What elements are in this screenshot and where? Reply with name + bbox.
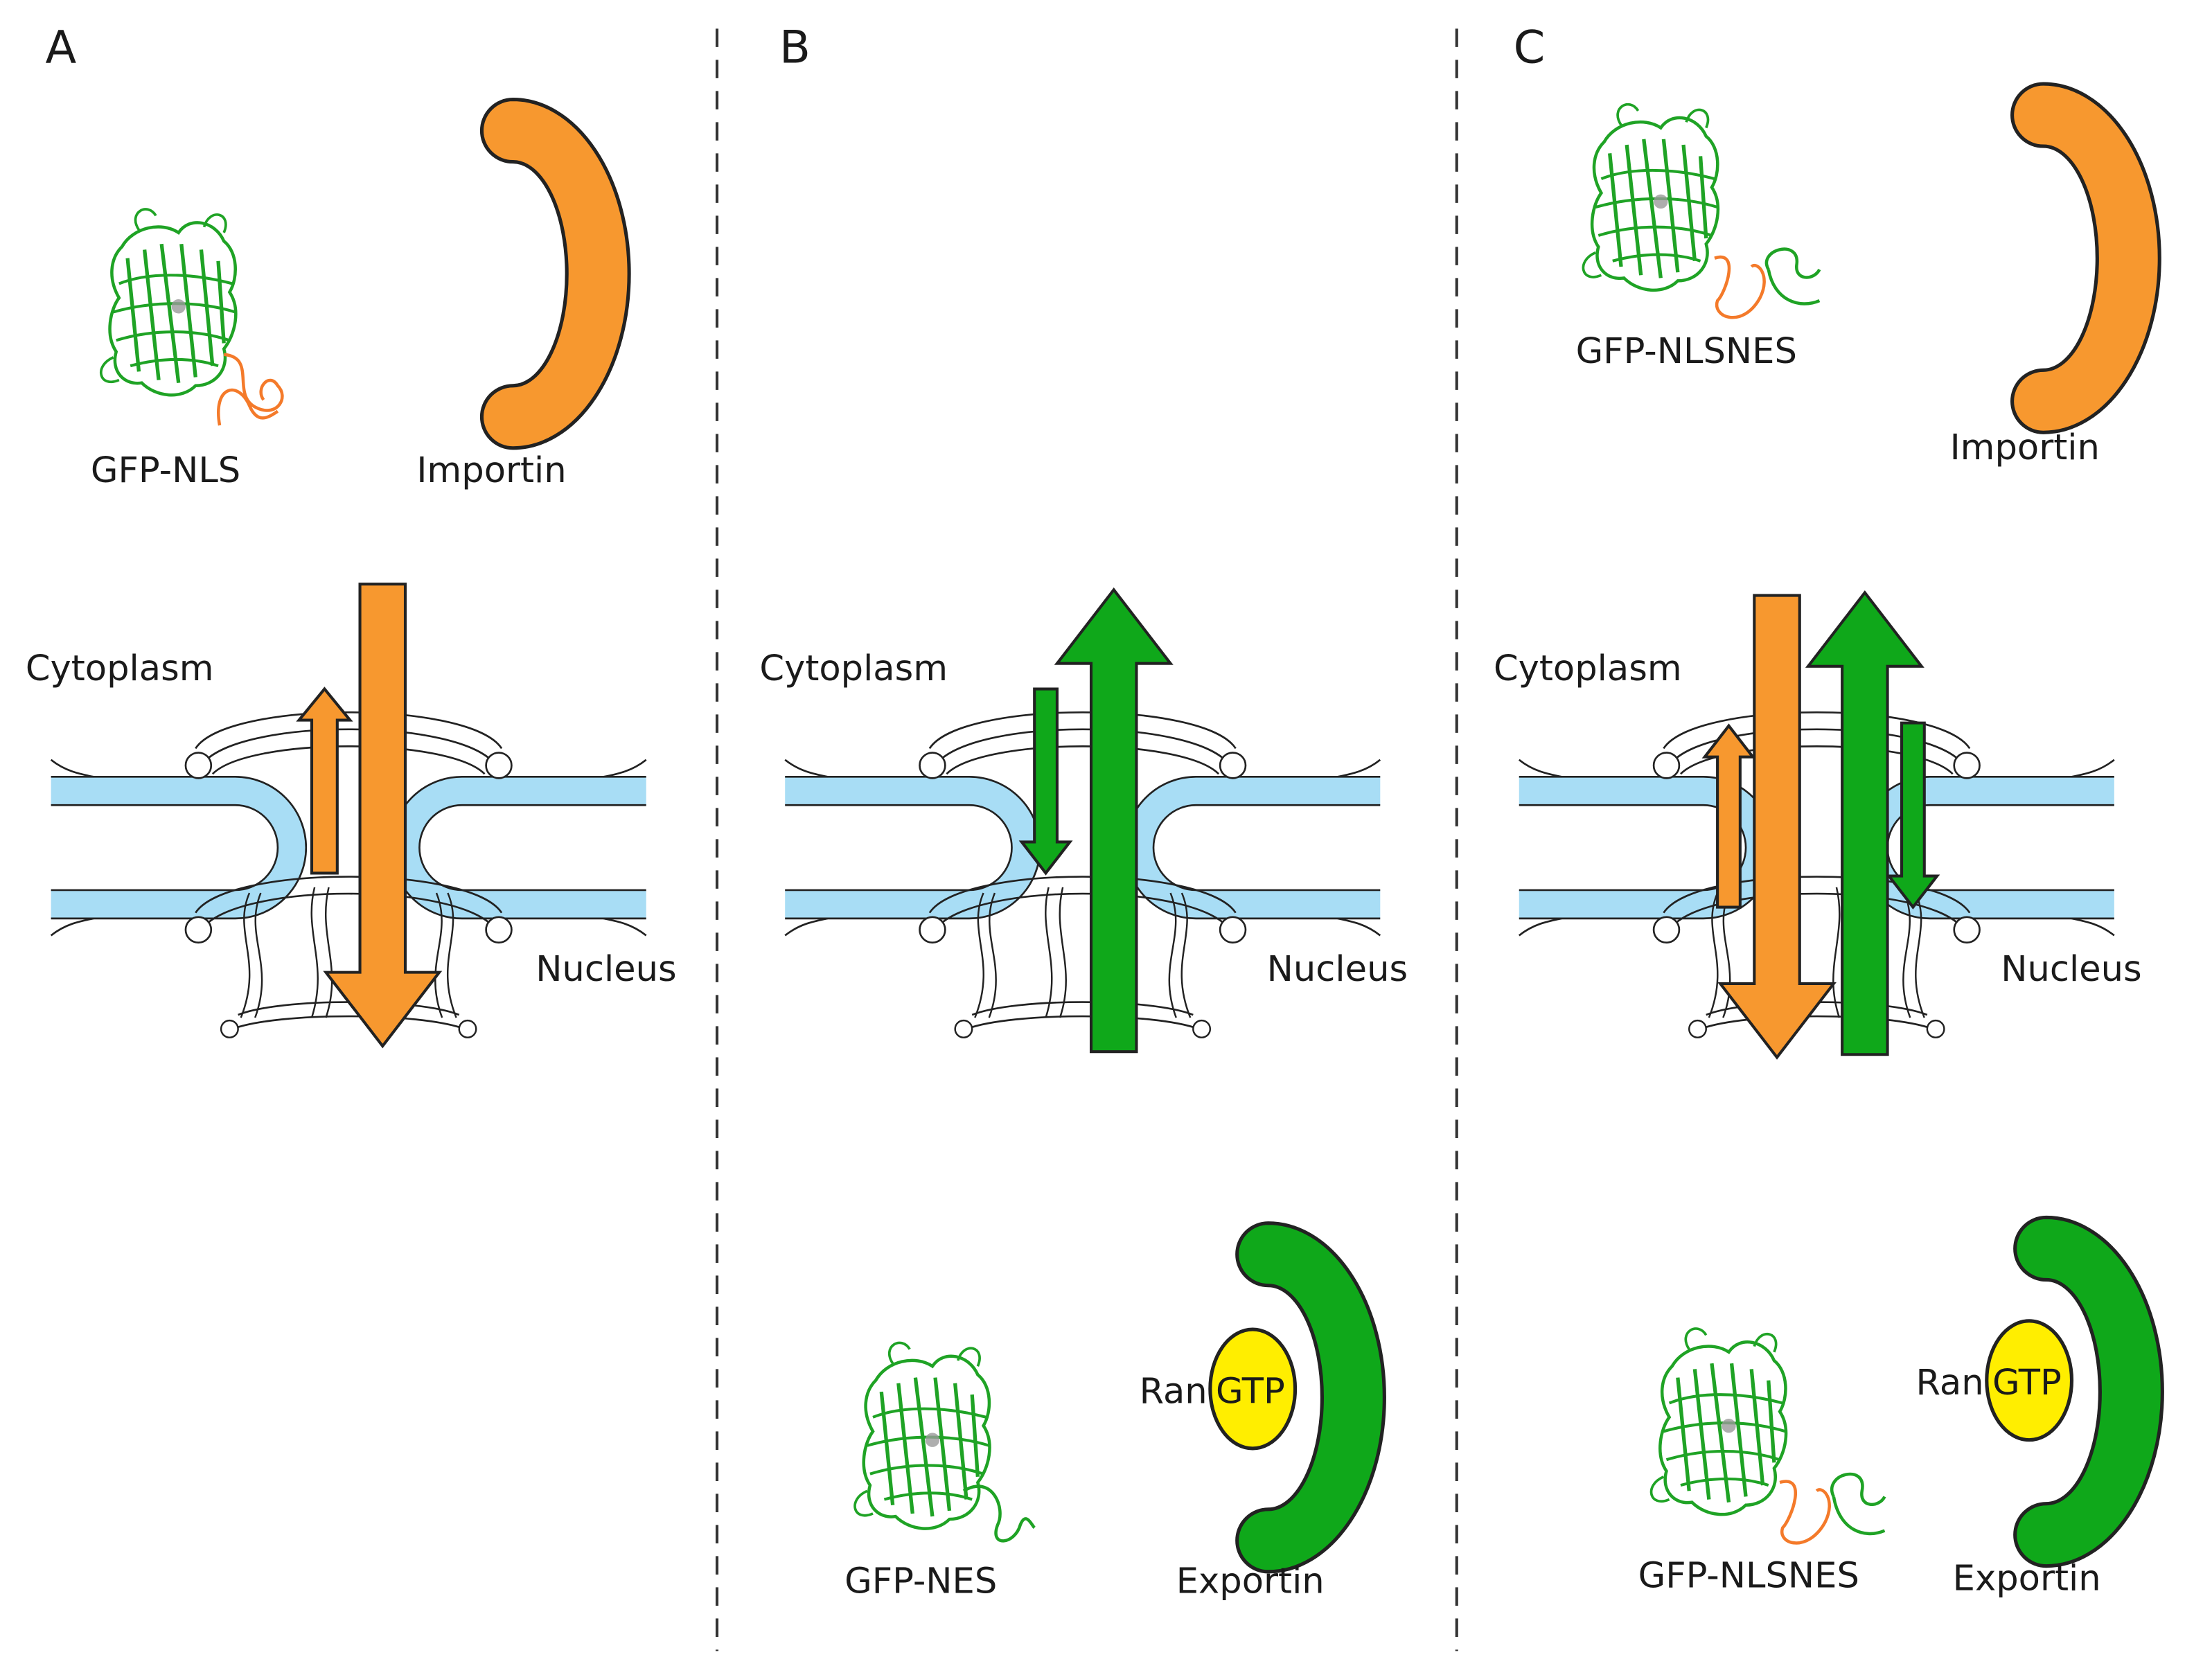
panel-a: A GFP-NLS Importin Cytoplasm Nucleus — [26, 21, 677, 1049]
receptor-bottom-label: Exportin — [1953, 1558, 2101, 1599]
cytoplasm-label: Cytoplasm — [26, 648, 214, 689]
gfp-protein-icon — [855, 1343, 989, 1528]
small-import-arrow — [1018, 687, 1073, 876]
large-export-arrow — [1805, 590, 1925, 1056]
cargo-top-label: GFP-NLSNES — [1576, 331, 1797, 372]
cargo-label: GFP-NES — [844, 1561, 997, 1602]
panel-letter: A — [45, 21, 76, 73]
receptor-top-label: Importin — [1950, 427, 2100, 468]
importin-receptor-icon — [2012, 84, 2160, 432]
gtp-label: GTP — [1992, 1363, 2062, 1403]
nes-tail-icon — [1830, 1472, 1886, 1536]
gfp-protein-icon — [1583, 105, 1717, 290]
nucleus-label: Nucleus — [536, 949, 676, 990]
nls-tail-icon — [1779, 1480, 1831, 1545]
receptor-label: Importin — [416, 450, 566, 491]
gfp-protein-icon — [101, 209, 284, 412]
nes-tail-icon — [1764, 247, 1821, 305]
cytoplasm-label: Cytoplasm — [759, 648, 948, 689]
cargo-bottom-label: GFP-NLSNES — [1638, 1555, 1859, 1596]
cytoplasm-label: Cytoplasm — [1494, 648, 1682, 689]
receptor-label: Exportin — [1176, 1561, 1325, 1602]
small-import-arrow — [1886, 721, 1940, 910]
rangtp-icon — [1985, 1319, 2074, 1442]
rangtp-icon — [1208, 1327, 1298, 1451]
nucleus-label: Nucleus — [2001, 949, 2141, 990]
panel-letter: B — [779, 21, 811, 73]
ran-label: Ran — [1915, 1363, 1983, 1403]
ran-label: Ran — [1140, 1371, 1207, 1412]
nucleus-label: Nucleus — [1267, 949, 1408, 990]
large-import-arrow — [1717, 594, 1837, 1060]
large-export-arrow — [1054, 587, 1174, 1054]
panel-c: C GFP-NLSNES Importin Cytoplasm Nucleus … — [1494, 21, 2162, 1599]
gfp-protein-icon — [1652, 1329, 1786, 1514]
nls-tail-icon — [217, 388, 279, 426]
cargo-label: GFP-NLS — [91, 450, 240, 491]
panel-b: B Cytoplasm Nucleus GFP-NES Ran GTP Expo… — [759, 21, 1408, 1602]
importin-receptor-icon — [481, 100, 629, 448]
small-export-arrow — [296, 686, 353, 875]
panel-letter: C — [1514, 21, 1546, 73]
nes-tail-icon — [962, 1485, 1036, 1543]
large-import-arrow — [323, 583, 443, 1049]
nls-tail-icon — [1714, 255, 1766, 319]
gtp-label: GTP — [1216, 1371, 1285, 1412]
small-export-arrow — [1701, 723, 1756, 909]
